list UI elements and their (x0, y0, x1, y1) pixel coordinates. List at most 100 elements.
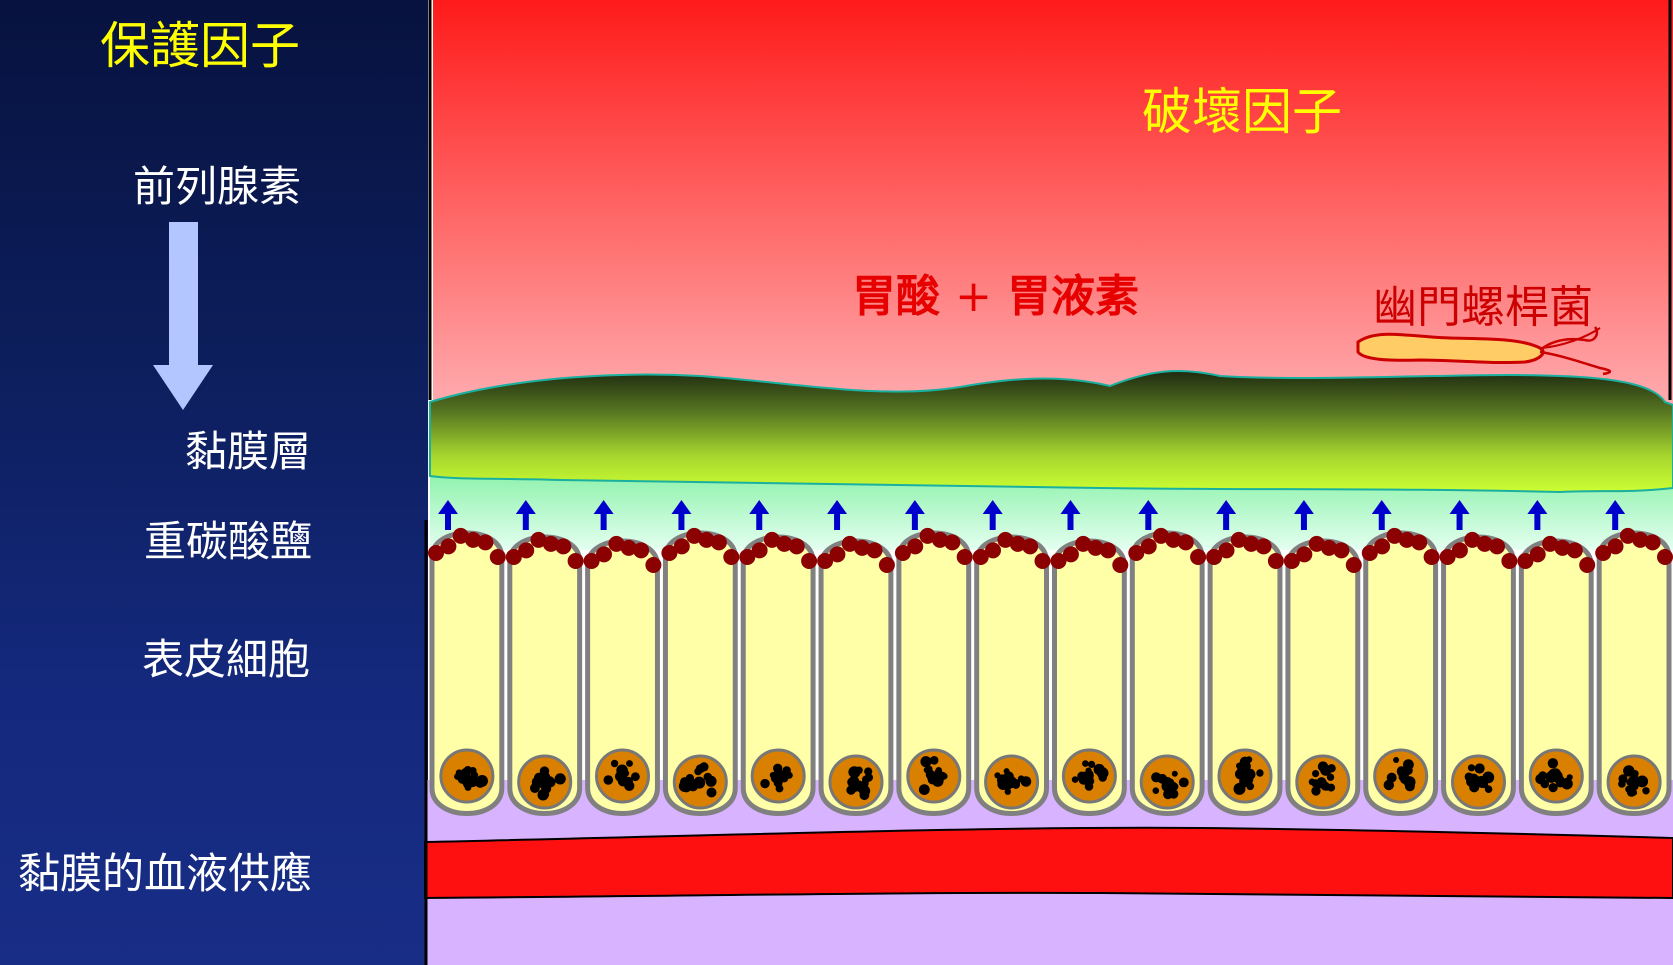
mucin-granule (542, 535, 559, 552)
epithelial-cell (1517, 535, 1596, 816)
epithelial-cell (1439, 531, 1518, 816)
mucin-granule (1345, 557, 1362, 573)
plus-sign: + (955, 271, 992, 322)
cell-membrane (662, 530, 738, 816)
mucin-granule (1177, 534, 1194, 551)
epithelial-cell (428, 527, 506, 816)
chromatin (464, 777, 475, 788)
epithelial-cell (1206, 531, 1284, 816)
chromatin (1256, 769, 1264, 777)
cell-membrane (896, 530, 972, 816)
epithelial-cell (817, 535, 895, 816)
cell-membrane (507, 534, 583, 816)
chromatin (1561, 777, 1573, 790)
bicarbonate-arrow (1371, 500, 1392, 530)
cell-membrane (1052, 538, 1127, 816)
cell-membrane (974, 534, 1049, 816)
chromatin (1245, 756, 1253, 763)
cell-membrane (1596, 530, 1672, 816)
chromatin (1085, 767, 1092, 774)
chromatin (1318, 778, 1326, 786)
chromatin (1397, 766, 1406, 774)
chromatin (859, 790, 870, 801)
mucin-granule (1579, 557, 1596, 573)
chromatin (705, 775, 717, 787)
chromatin (1628, 780, 1637, 789)
mucin-granule (1374, 538, 1391, 555)
protective-factors-panel (0, 0, 428, 965)
mucin-granule (1296, 546, 1313, 563)
epithelial-cell (1283, 535, 1362, 816)
chromatin (851, 768, 861, 778)
mucin-granule (1632, 531, 1649, 548)
chromatin (631, 772, 640, 782)
mucin-granule (1128, 545, 1145, 561)
mucin-granule (1009, 535, 1026, 552)
pepsin-label: 胃液素 (1007, 271, 1140, 322)
chromatin (1171, 783, 1178, 790)
epithelial-cell (505, 531, 584, 816)
bicarbonate-arrow (1060, 500, 1081, 530)
chromatin (1548, 783, 1558, 793)
chromatin (1623, 765, 1635, 777)
mucin-granule (751, 542, 768, 559)
mucin-granule (1595, 545, 1612, 561)
mucin-granule (829, 546, 846, 563)
chromatin (1403, 766, 1413, 775)
mucin-granule (555, 538, 572, 555)
chromatin (1238, 763, 1245, 770)
epithelial-cell (1050, 535, 1129, 816)
mucin-granule (596, 546, 612, 563)
chromatin (616, 764, 628, 777)
mucin-granule (583, 553, 600, 569)
cell-membrane (1207, 534, 1283, 816)
mucin-granule (1554, 539, 1571, 556)
mucin-granule (567, 553, 584, 569)
mucin-granule (1476, 535, 1493, 552)
chromatin (610, 759, 619, 768)
mucin-granule (1255, 538, 1272, 555)
mucin-granule (698, 531, 715, 548)
mucin-granule (661, 545, 678, 561)
chromatin (760, 778, 770, 789)
chromatin (1642, 787, 1650, 795)
chromatin (554, 773, 566, 785)
mucin-granule (1283, 553, 1300, 569)
mucin-granule (477, 534, 494, 551)
mucin-granule (1619, 527, 1636, 544)
mucin-granule (633, 542, 650, 559)
chromatin (1082, 760, 1089, 767)
mucin-granule (530, 531, 547, 548)
chromatin (626, 760, 633, 767)
mucin-granule (465, 531, 482, 548)
chromatin (1311, 786, 1321, 796)
mucin-granule (1100, 542, 1116, 559)
mucin-granule (1267, 553, 1284, 569)
mucin-granule (1206, 549, 1223, 565)
label-prostaglandin: 前列腺素 (133, 162, 302, 211)
mucin-granule (686, 527, 703, 544)
label-blood-supply: 黏膜的血液供應 (18, 849, 313, 898)
chromatin (864, 767, 873, 776)
mucin-granule (1075, 535, 1092, 552)
mucin-granule (972, 549, 989, 565)
mucin-granule (505, 549, 522, 565)
mucin-granule (1361, 545, 1378, 561)
mucin-granule (608, 535, 625, 552)
bicarbonate-arrow (1449, 500, 1470, 530)
mucus-layer (429, 369, 1673, 494)
chromatin (1308, 778, 1316, 786)
mucin-granule (866, 542, 883, 559)
bicarbonate-arrow (1605, 500, 1626, 530)
mucin-granule (1112, 557, 1129, 573)
label-epithelial-cells: 表皮細胞 (142, 635, 311, 684)
mucin-granule (1411, 534, 1428, 551)
mucin-granule (1657, 549, 1673, 565)
chromatin (1482, 771, 1495, 784)
epithelial-cell (1595, 527, 1673, 816)
mucin-granule (1501, 553, 1518, 569)
cell-membrane (1285, 538, 1361, 816)
mucin-granule (1165, 531, 1182, 548)
mucin-granule (1566, 542, 1583, 559)
